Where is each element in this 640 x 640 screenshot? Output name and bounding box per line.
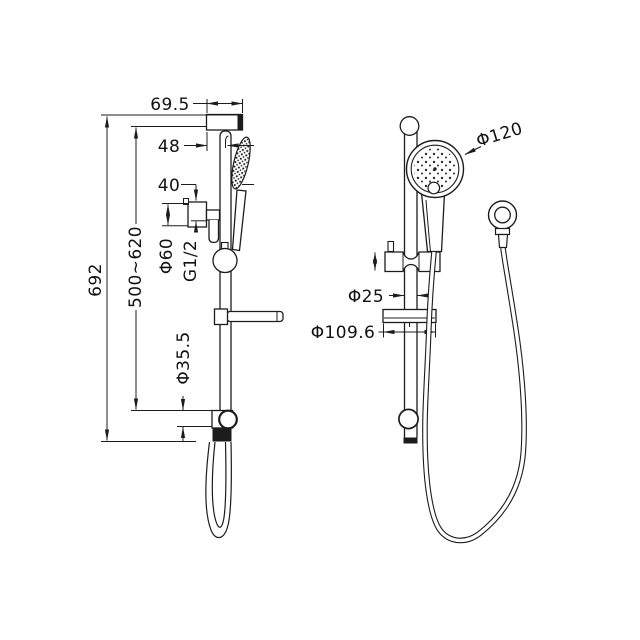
wall-outlet-front [487,200,518,249]
handshower-handle-side [231,189,247,252]
outlet-drop-tube [208,220,220,244]
wall-outlet-box-side [187,201,208,228]
handshower-head-side [231,136,251,190]
soap-dish-connector [213,308,229,326]
side-view: 69.5 48 40 Φ60 G1/2 692 500~620 Φ35.5 [86,95,284,539]
holder-pin-side [220,241,229,250]
wall-outlet-notch [183,198,189,205]
dim-soap-dish-diameter: Φ109.6 [311,323,375,343]
dim-overall-height: 692 [86,263,106,297]
side-view-dimensions [101,99,254,442]
mode-button [427,181,441,195]
handshower-handle-front [420,192,446,253]
top-wall-bracket-face [237,114,243,130]
dim-handshower-head-diameter: Φ120 [474,119,525,152]
soap-dish-side [226,310,284,323]
rail-end-cap-front [403,437,418,444]
bottom-bracket-knob [218,409,238,430]
holder-pin-front [387,240,395,253]
handle-contour-line [425,199,431,252]
rail-top-cap [399,116,420,136]
dim-wall-bracket-width: 69.5 [150,95,189,115]
dim-inlet-thread: G1/2 [181,240,201,282]
hose-nut-ring [494,206,511,224]
hose-front [422,247,527,544]
holder-front [384,251,441,273]
hanger-hook-side [225,135,229,148]
top-wall-bracket-side [205,113,244,131]
dim-bottom-escutcheon-diameter: Φ35.5 [174,331,194,384]
outlet-nipple-side [205,209,221,221]
hose-side [205,441,232,539]
dim-outlet-escutcheon-diameter: Φ60 [157,238,177,274]
dim-adjustable-height-range: 500~620 [126,226,146,308]
dim-hook-offset: 48 [158,137,180,157]
rail-end-cap-side [212,428,232,442]
spray-center-dot [433,167,437,171]
dim-outlet-offset: 40 [158,176,180,196]
bottom-mount-front [398,408,419,430]
front-view: Φ120 Φ25 Φ109.6 [311,116,527,544]
holder-knob-side [212,247,238,274]
dim-rail-diameter: Φ25 [348,287,384,307]
